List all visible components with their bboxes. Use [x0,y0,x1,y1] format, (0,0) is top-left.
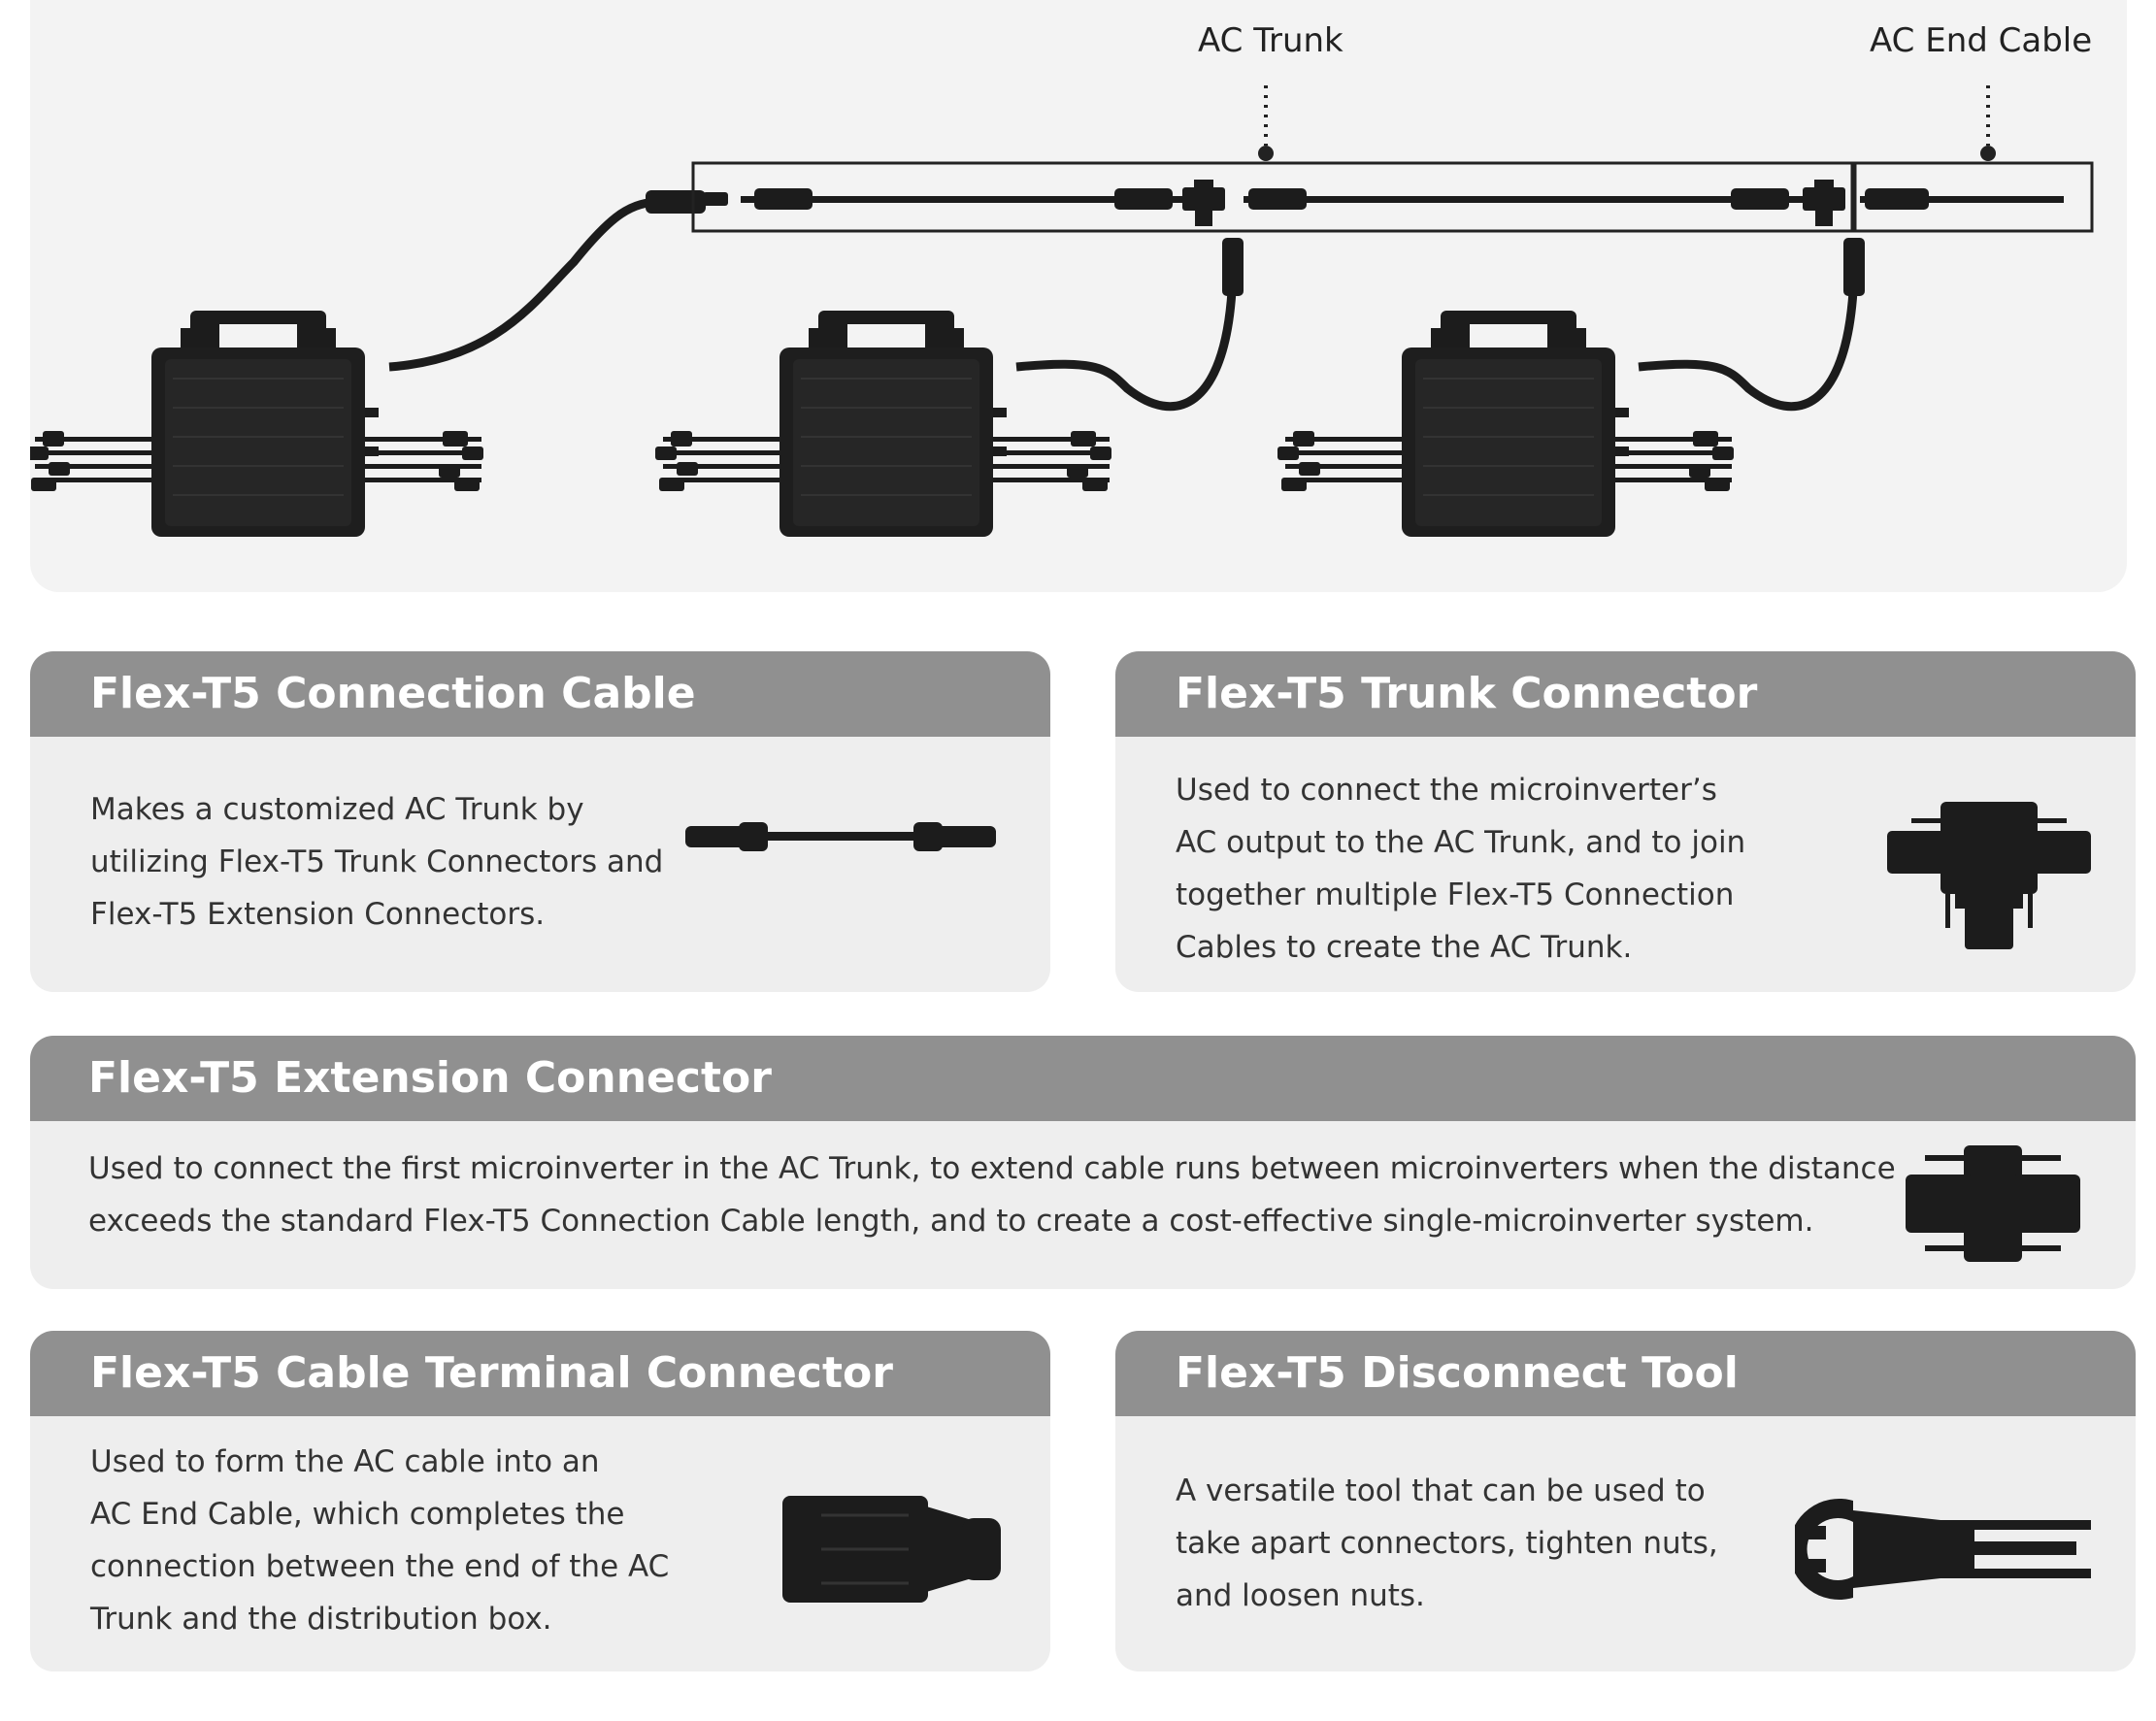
description-line: A versatile tool that can be used to [1176,1473,1706,1508]
description-line: connection between the end of the AC [90,1549,670,1584]
description-line: Makes a customized AC Trunk by [90,792,584,827]
description-line: take apart connectors, tighten nuts, [1176,1526,1718,1561]
description-line: exceeds the standard Flex-T5 Connection … [88,1204,1814,1239]
system-diagram: AC Trunk AC End Cable [30,0,2127,592]
trunk-connector-description: Used to connect the microinverter’s AC o… [1176,764,1745,974]
disconnect-tool-image [1795,1499,2091,1600]
description-line: AC End Cable, which completes the [90,1497,625,1532]
extension-connector-title: Flex-T5 Extension Connector [30,1036,2136,1121]
cable-terminal-connector-description: Used to form the AC cable into an AC End… [90,1436,669,1645]
system-diagram-drawing [30,85,2094,538]
cable-terminal-connector-card: Flex-T5 Cable Terminal Connector Used to… [30,1331,1050,1671]
description-line: and loosen nuts. [1176,1578,1425,1613]
description-line: AC output to the AC Trunk, and to join [1176,825,1746,860]
description-line: Cables to create the AC Trunk. [1176,930,1633,965]
disconnect-tool-title: Flex-T5 Disconnect Tool [1115,1331,2136,1416]
description-line: Used to connect the first microinverter … [88,1151,1896,1186]
extension-connector-card: Flex-T5 Extension Connector Used to conn… [30,1036,2136,1289]
connection-cable-description: Makes a customized AC Trunk by utilizing… [90,783,663,941]
description-line: Trunk and the distribution box. [90,1602,552,1637]
ac-trunk-label: AC Trunk [1198,21,1343,60]
extension-connector-description: Used to connect the first microinverter … [88,1142,1896,1247]
trunk-connector-image [1887,802,2091,949]
connection-cable-image [685,822,996,851]
extension-connector-image [1906,1145,2080,1262]
trunk-connector-title: Flex-T5 Trunk Connector [1115,651,2136,737]
description-line: Used to connect the microinverter’s [1176,773,1717,808]
ac-end-cable-label: AC End Cable [1870,21,2093,60]
connection-cable-card: Flex-T5 Connection Cable Makes a customi… [30,651,1050,992]
disconnect-tool-card: Flex-T5 Disconnect Tool A versatile tool… [1115,1331,2136,1671]
cable-terminal-connector-title: Flex-T5 Cable Terminal Connector [30,1331,1050,1416]
cable-terminal-connector-image [782,1496,1001,1603]
description-line: utilizing Flex-T5 Trunk Connectors and [90,844,664,879]
description-line: together multiple Flex-T5 Connection [1176,877,1735,912]
description-line: Flex-T5 Extension Connectors. [90,897,546,932]
description-line: Used to form the AC cable into an [90,1444,600,1479]
trunk-connector-card: Flex-T5 Trunk Connector Used to connect … [1115,651,2136,992]
connection-cable-title: Flex-T5 Connection Cable [30,651,1050,737]
disconnect-tool-description: A versatile tool that can be used to tak… [1176,1465,1718,1622]
